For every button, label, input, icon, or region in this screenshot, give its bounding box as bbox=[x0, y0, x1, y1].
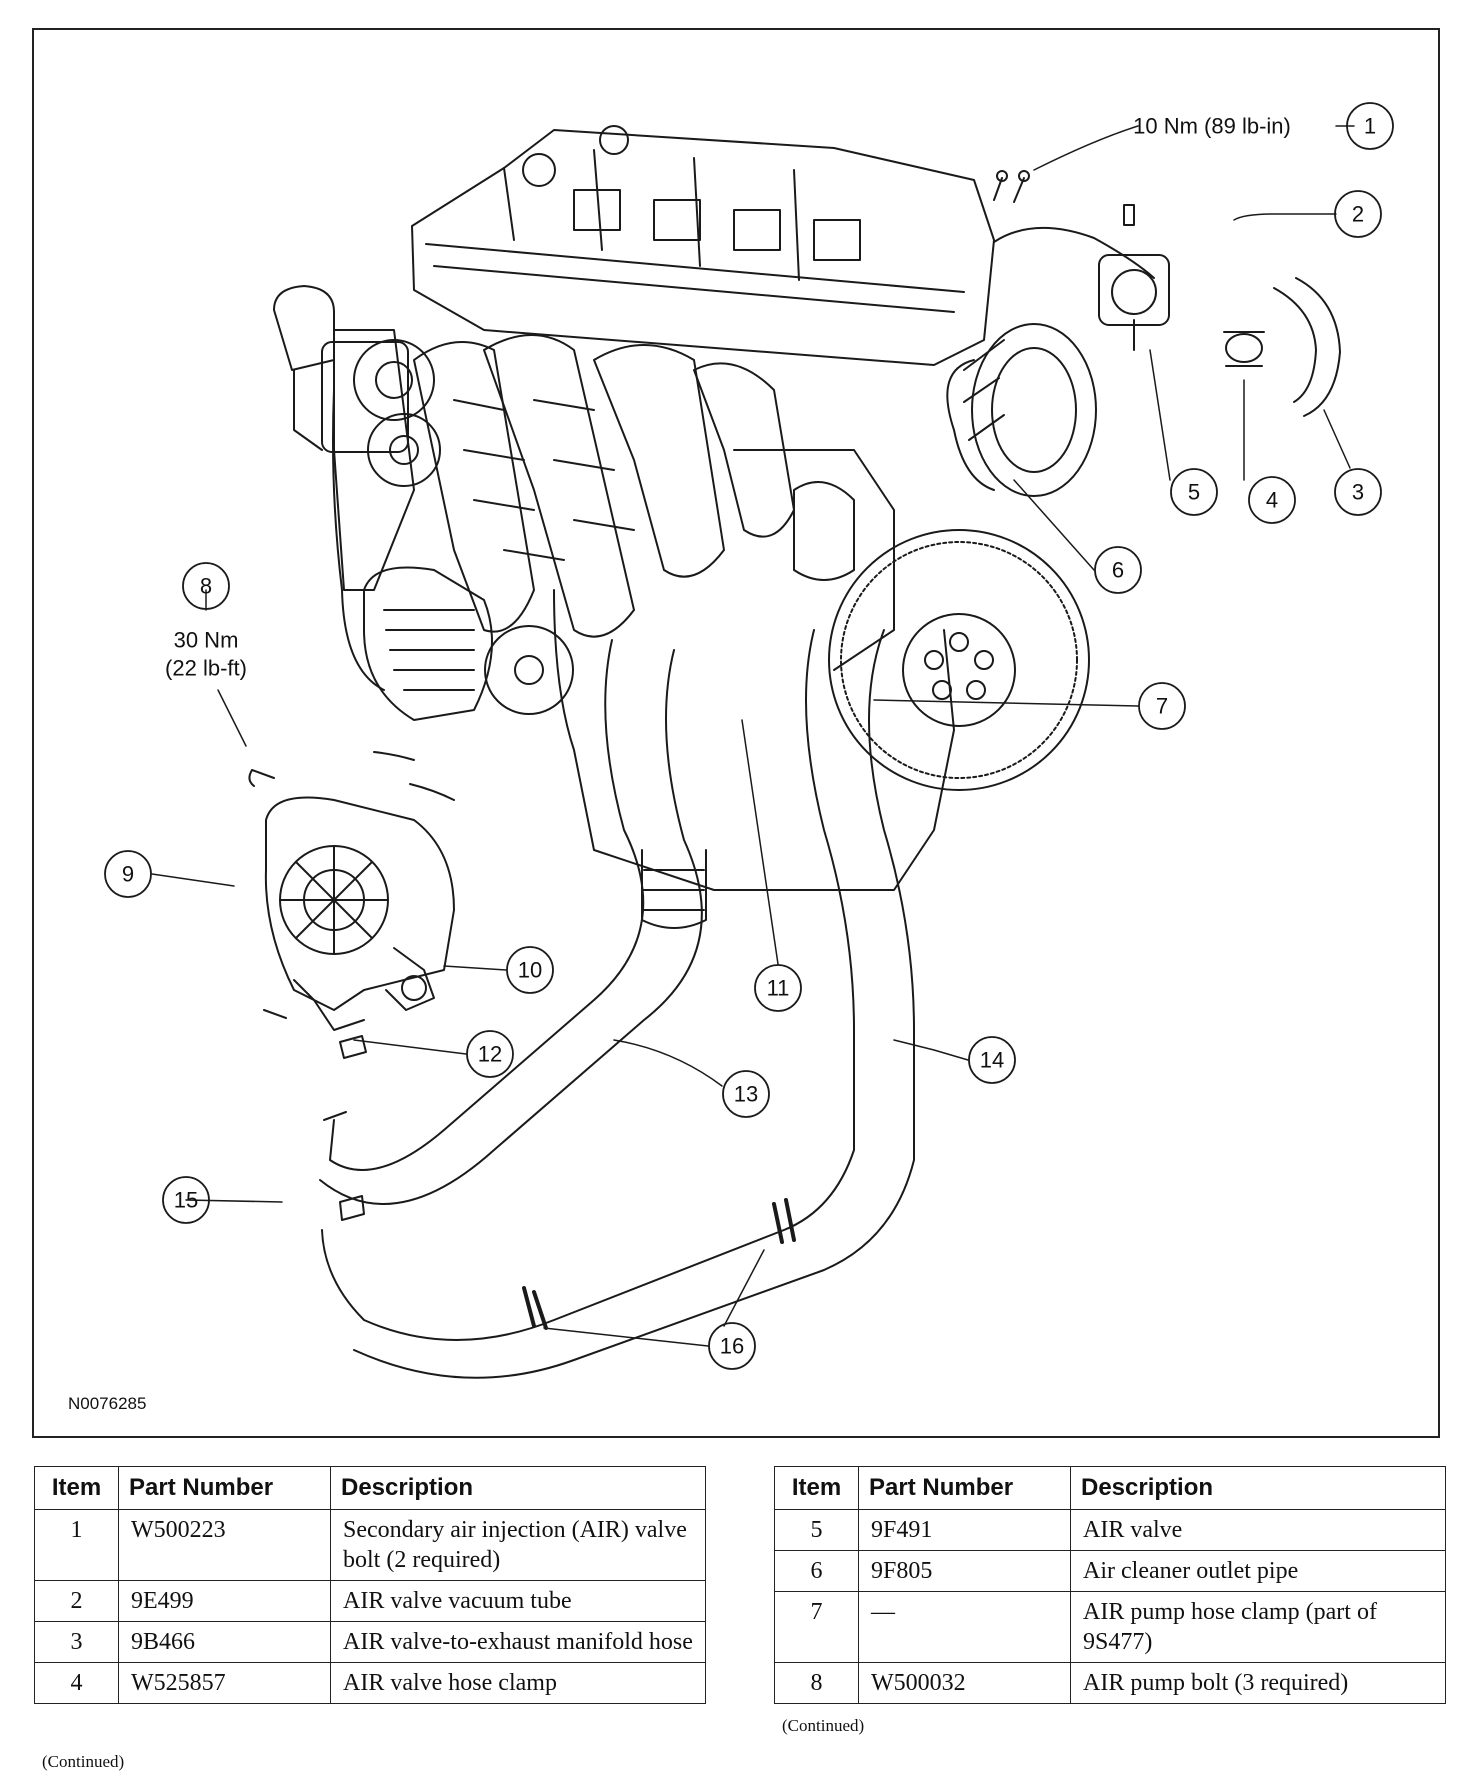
callout-5: 5 bbox=[1188, 480, 1200, 505]
callout-3: 3 bbox=[1352, 480, 1364, 505]
cell-item: 2 bbox=[34, 1580, 119, 1622]
cell-item: 7 bbox=[774, 1591, 859, 1663]
cell-description: AIR valve hose clamp bbox=[330, 1662, 706, 1704]
cell-part-number: 9F805 bbox=[858, 1550, 1071, 1592]
cell-part-number: W525857 bbox=[118, 1662, 331, 1704]
air-pump-drawing bbox=[248, 751, 455, 1221]
cell-part-number: 9E499 bbox=[118, 1580, 331, 1622]
cell-part-number: 9B466 bbox=[118, 1621, 331, 1663]
continued-note-left: (Continued) bbox=[42, 1752, 125, 1771]
callout-15: 15 bbox=[174, 1188, 198, 1213]
header-part-number: Part Number bbox=[858, 1466, 1071, 1510]
figure-id-label: N0076285 bbox=[68, 1394, 147, 1413]
engine-illustration: 1 2 3 4 5 6 7 8 9 10 11 12 13 14 15 16 1… bbox=[104, 102, 1394, 1379]
cell-part-number: W500223 bbox=[118, 1509, 331, 1581]
table-row: 7 — AIR pump hose clamp (part of 9S477) bbox=[774, 1591, 1446, 1663]
table-row: 2 9E499 AIR valve vacuum tube bbox=[34, 1580, 706, 1622]
table-header-row: Item Part Number Description bbox=[774, 1466, 1446, 1510]
air-valve-drawing bbox=[1098, 204, 1265, 367]
table-row: 4 W525857 AIR valve hose clamp bbox=[34, 1662, 706, 1704]
cell-item: 1 bbox=[34, 1509, 119, 1581]
callout-8: 8 bbox=[200, 574, 212, 599]
cell-description: AIR valve-to-exhaust manifold hose bbox=[330, 1621, 706, 1663]
cell-description: AIR valve bbox=[1070, 1509, 1446, 1551]
cell-part-number: — bbox=[858, 1591, 1071, 1663]
callout-9: 9 bbox=[122, 862, 134, 887]
callout-16: 16 bbox=[720, 1334, 744, 1359]
parts-table-left: Item Part Number Description 1 W500223 S… bbox=[34, 1466, 706, 1704]
table-row: 5 9F491 AIR valve bbox=[774, 1509, 1446, 1551]
cell-item: 8 bbox=[774, 1662, 859, 1704]
table-row: 6 9F805 Air cleaner outlet pipe bbox=[774, 1550, 1446, 1592]
cell-item: 3 bbox=[34, 1621, 119, 1663]
torque-spec-bolt-1: 10 Nm (89 lb-in) bbox=[1133, 114, 1291, 139]
header-part-number: Part Number bbox=[118, 1466, 331, 1510]
torque-spec-bolt-8-lbft: (22 lb-ft) bbox=[165, 656, 247, 681]
callout-circles bbox=[104, 102, 1394, 1370]
cell-description: AIR pump hose clamp (part of 9S477) bbox=[1070, 1591, 1446, 1663]
header-item: Item bbox=[34, 1466, 119, 1510]
callout-2: 2 bbox=[1352, 202, 1364, 227]
engine-block-drawing bbox=[273, 125, 1097, 929]
callout-4: 4 bbox=[1266, 488, 1278, 513]
cell-description: Air cleaner outlet pipe bbox=[1070, 1550, 1446, 1592]
parts-table-right: Item Part Number Description 5 9F491 AIR… bbox=[774, 1466, 1446, 1704]
cell-part-number: 9F491 bbox=[858, 1509, 1071, 1551]
callout-14: 14 bbox=[980, 1048, 1004, 1073]
callout-1: 1 bbox=[1364, 114, 1376, 139]
bolt-drawings bbox=[993, 170, 1030, 203]
cell-item: 5 bbox=[774, 1509, 859, 1551]
cell-description: Secondary air injection (AIR) valve bolt… bbox=[330, 1509, 706, 1581]
header-description: Description bbox=[330, 1466, 706, 1510]
cell-item: 6 bbox=[774, 1550, 859, 1592]
table-row: 8 W500032 AIR pump bolt (3 required) bbox=[774, 1662, 1446, 1704]
callout-7: 7 bbox=[1156, 694, 1168, 719]
callout-10: 10 bbox=[518, 958, 542, 983]
continued-note-right: (Continued) bbox=[782, 1716, 865, 1735]
callout-12: 12 bbox=[478, 1042, 502, 1067]
leader-lines bbox=[151, 125, 1355, 1347]
header-item: Item bbox=[774, 1466, 859, 1510]
table-row: 3 9B466 AIR valve-to-exhaust manifold ho… bbox=[34, 1621, 706, 1663]
cell-item: 4 bbox=[34, 1662, 119, 1704]
torque-spec-bolt-8-nm: 30 Nm bbox=[174, 628, 239, 653]
table-header-row: Item Part Number Description bbox=[34, 1466, 706, 1510]
callout-6: 6 bbox=[1112, 558, 1124, 583]
header-description: Description bbox=[1070, 1466, 1446, 1510]
cell-part-number: W500032 bbox=[858, 1662, 1071, 1704]
engine-diagram-figure: 1 2 3 4 5 6 7 8 9 10 11 12 13 14 15 16 1… bbox=[32, 28, 1440, 1438]
table-row: 1 W500223 Secondary air injection (AIR) … bbox=[34, 1509, 706, 1581]
cell-description: AIR valve vacuum tube bbox=[330, 1580, 706, 1622]
callout-13: 13 bbox=[734, 1082, 758, 1107]
cell-description: AIR pump bolt (3 required) bbox=[1070, 1662, 1446, 1704]
hose-drawings bbox=[319, 226, 1341, 1379]
callout-11: 11 bbox=[767, 976, 790, 1001]
